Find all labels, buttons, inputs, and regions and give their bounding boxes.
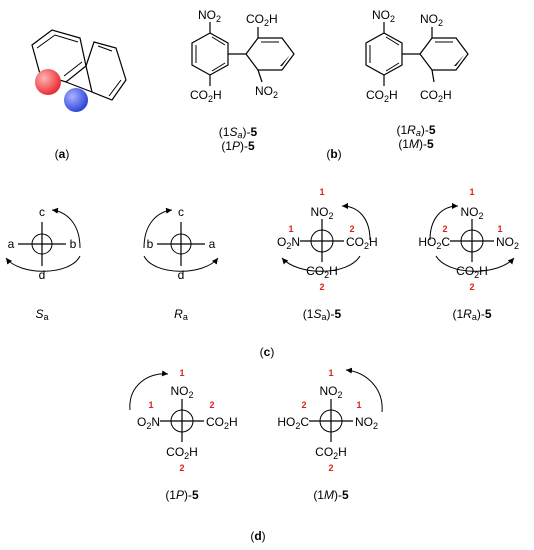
- svg-text:2: 2: [328, 463, 333, 473]
- panel-a-biphenyl-3d: (a): [31, 29, 127, 161]
- b1-top-right-group: CO2H: [246, 12, 278, 28]
- svg-text:b: b: [147, 237, 154, 251]
- panel-c-generic-r: c b a d Ra: [143, 205, 219, 322]
- svg-text:2: 2: [301, 400, 306, 410]
- red-ball: [35, 69, 61, 95]
- panel-c-generic-s: c a b d Sa: [5, 205, 81, 322]
- svg-text:2: 2: [469, 282, 474, 292]
- label-1ra-5: (1Ra)-5: [452, 307, 491, 322]
- panel-c-newman-r: 1 NO2 2 HO2C 1 NO2 CO2H 2 (1Ra)-5: [418, 187, 519, 322]
- caption-b: (b): [326, 147, 341, 161]
- svg-text:NO2: NO2: [460, 205, 483, 221]
- svg-text:c: c: [178, 205, 184, 219]
- b1-label-sa: (1Sa)-5: [219, 125, 258, 140]
- svg-text:1: 1: [356, 400, 361, 410]
- svg-text:NO2: NO2: [170, 384, 193, 400]
- svg-text:NO2: NO2: [496, 235, 519, 251]
- b2-top-right-group: NO2: [420, 12, 443, 28]
- caption-c: (c): [260, 345, 275, 359]
- blue-ball: [64, 88, 88, 112]
- svg-text:O2N: O2N: [137, 415, 160, 431]
- svg-text:HO2C: HO2C: [418, 235, 450, 251]
- svg-text:1: 1: [469, 187, 474, 197]
- b2-top-left-group: NO2: [372, 8, 395, 24]
- svg-text:2: 2: [179, 463, 184, 473]
- svg-text:1: 1: [319, 187, 324, 197]
- svg-text:1: 1: [148, 400, 153, 410]
- b2-bottom-right-group: CO2H: [420, 88, 452, 104]
- panel-d-newman-p: 1 NO2 1 O2N 2 CO2H CO2H 2 (1P)-5: [129, 368, 238, 502]
- svg-text:NO2: NO2: [310, 205, 333, 221]
- svg-text:NO2: NO2: [355, 415, 378, 431]
- svg-text:CO2H: CO2H: [306, 264, 338, 280]
- svg-text:1: 1: [328, 368, 333, 378]
- label-1p-5: (1P)-5: [165, 488, 199, 502]
- svg-text:c: c: [39, 205, 45, 219]
- panel-c-newman-s: 1 NO2 1 O2N 2 CO2H CO2H 2 (1Sa)-5: [277, 187, 378, 322]
- b1-bottom-left-group: CO2H: [190, 88, 222, 104]
- b1-bottom-right-group: NO2: [255, 84, 278, 100]
- label-ra: Ra: [174, 307, 188, 322]
- label-sa: Sa: [35, 307, 48, 322]
- b2-label-m: (1M)-5: [398, 137, 434, 151]
- caption-d: (d): [250, 529, 265, 543]
- svg-text:CO2H: CO2H: [315, 445, 347, 461]
- svg-text:2: 2: [319, 282, 324, 292]
- svg-text:1: 1: [497, 224, 502, 234]
- label-1m-5: (1M)-5: [313, 488, 349, 502]
- b1-top-left-group: NO2: [198, 8, 221, 24]
- b2-bottom-left-group: CO2H: [366, 88, 398, 104]
- svg-text:CO2H: CO2H: [166, 445, 198, 461]
- svg-text:d: d: [178, 268, 185, 282]
- svg-text:CO2H: CO2H: [456, 264, 488, 280]
- svg-text:2: 2: [442, 224, 447, 234]
- svg-text:NO2: NO2: [319, 384, 342, 400]
- svg-text:a: a: [8, 237, 15, 251]
- label-1sa-5: (1Sa)-5: [303, 307, 342, 322]
- svg-text:1: 1: [288, 224, 293, 234]
- svg-text:b: b: [70, 237, 77, 251]
- svg-text:2: 2: [349, 224, 354, 234]
- panel-b-molecule-2: NO2 NO2 CO2H CO2H (1Ra)-5 (1M)-5: [365, 8, 469, 151]
- svg-text:O2N: O2N: [277, 235, 300, 251]
- b1-label-p: (1P)-5: [221, 139, 255, 153]
- svg-text:HO2C: HO2C: [277, 415, 309, 431]
- caption-a: (a): [55, 147, 70, 161]
- svg-text:a: a: [209, 237, 216, 251]
- svg-text:d: d: [39, 268, 46, 282]
- panel-b-molecule-1: NO2 CO2H CO2H NO2 (1Sa)-5 (1P)-5: [190, 8, 295, 153]
- panel-d-newman-m: 1 NO2 2 HO2C 1 NO2 CO2H 2 (1M)-5: [277, 367, 383, 502]
- svg-text:2: 2: [209, 400, 214, 410]
- b2-label-ra: (1Ra)-5: [396, 123, 435, 138]
- svg-text:CO2H: CO2H: [206, 415, 238, 431]
- svg-text:CO2H: CO2H: [346, 235, 378, 251]
- svg-text:1: 1: [179, 368, 184, 378]
